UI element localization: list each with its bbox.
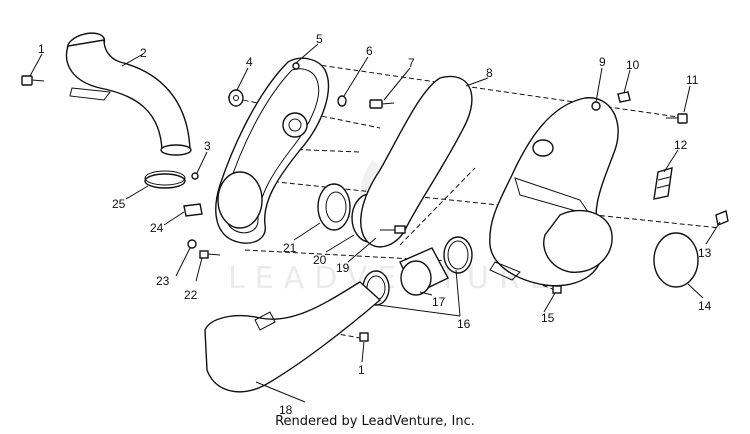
- bolt-lower: [359, 332, 369, 342]
- tag-10: [617, 91, 631, 103]
- callout-7: 7: [408, 56, 415, 70]
- callout-labels: 1 2 3 4 5 6 7 8 9 10 11 12 13 14 15 16 1…: [38, 32, 712, 417]
- callout-12: 12: [674, 138, 688, 152]
- callout-6: 6: [366, 44, 373, 58]
- callout-3: 3: [204, 139, 211, 153]
- callout-13: 13: [698, 246, 712, 260]
- callout-17: 17: [432, 295, 446, 309]
- outer-cover: [489, 97, 619, 287]
- callout-10: 10: [626, 58, 640, 72]
- bolt-11: [666, 113, 688, 124]
- bolt-upper: [21, 75, 45, 86]
- clamp-ring: [144, 170, 186, 189]
- seal: [317, 183, 351, 231]
- callout-23: 23: [156, 274, 170, 288]
- callout-5: 5: [316, 32, 323, 46]
- gasket: [653, 232, 699, 288]
- callout-16: 16: [457, 317, 471, 331]
- callout-25: 25: [112, 197, 126, 211]
- callout-8: 8: [486, 66, 493, 80]
- callout-24: 24: [150, 221, 164, 235]
- inner-cover-plate: [215, 57, 330, 244]
- small-hardware: [183, 172, 221, 259]
- decal: [715, 210, 729, 226]
- callout-4: 4: [246, 55, 253, 69]
- label-strip: [653, 167, 673, 200]
- callout-9: 9: [599, 55, 606, 69]
- callout-21: 21: [283, 241, 297, 255]
- clamps-and-sleeve: [362, 236, 473, 306]
- callout-1-lower: 1: [358, 363, 365, 377]
- screw-15: [552, 285, 562, 294]
- intake-duct: [65, 32, 192, 156]
- callout-15: 15: [541, 311, 555, 325]
- bolt-19: [380, 225, 406, 234]
- callout-1-upper: 1: [38, 42, 45, 56]
- callout-14: 14: [698, 299, 712, 313]
- drive-belt: [360, 75, 473, 248]
- callout-18: 18: [279, 403, 293, 417]
- callout-11: 11: [686, 73, 699, 87]
- leader-lines: [29, 43, 721, 403]
- credit-line: Rendered by LeadVenture, Inc.: [275, 414, 475, 429]
- washers-and-bolt: [228, 89, 395, 109]
- callout-19: 19: [336, 261, 350, 275]
- callout-2: 2: [140, 46, 147, 60]
- callout-22: 22: [184, 288, 198, 302]
- callout-20: 20: [313, 253, 327, 267]
- lower-duct: [204, 281, 382, 393]
